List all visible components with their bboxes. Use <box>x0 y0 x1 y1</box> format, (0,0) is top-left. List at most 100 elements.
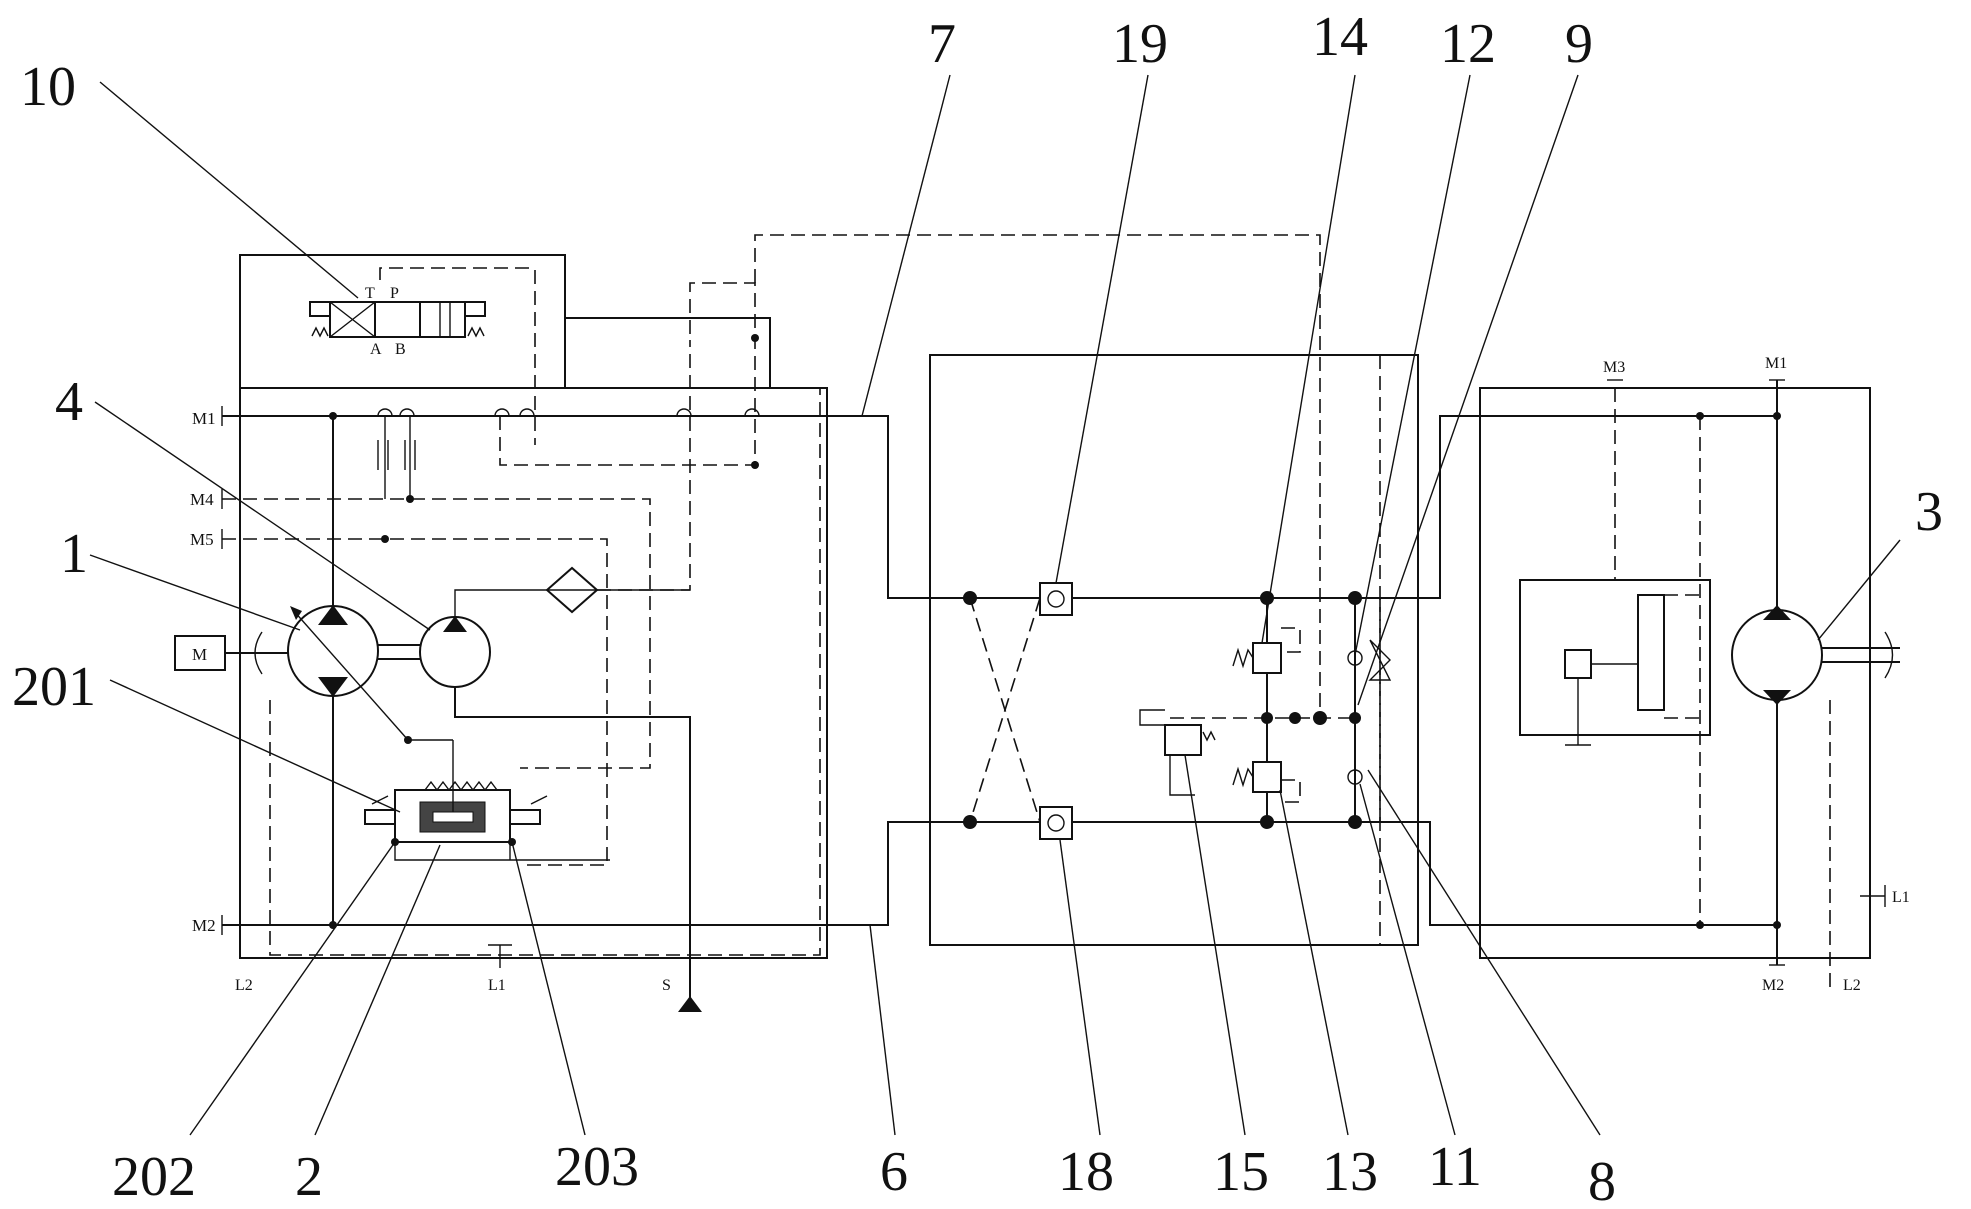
valve10-parallel-flow <box>439 302 451 337</box>
charge-pilot-line <box>597 340 691 591</box>
lower-main-through <box>890 821 1540 926</box>
port-m2-left-label: M2 <box>192 916 216 935</box>
leader-2 <box>314 844 441 1136</box>
valve-15-pilot <box>1139 709 1165 726</box>
leader-4 <box>94 401 431 631</box>
relief-valve-14-pilot <box>1281 627 1301 653</box>
leader-10 <box>99 81 359 299</box>
callout-11: 11 <box>1428 1136 1482 1198</box>
port-m1-right-label: M1 <box>1765 355 1787 372</box>
relief-valve-13-pilot <box>1281 779 1301 803</box>
upper-main-through <box>890 415 1540 599</box>
shaft-rotation-mark <box>254 631 263 675</box>
callout-202: 202 <box>112 1146 196 1208</box>
motor3-bottom-arrow <box>1763 690 1791 705</box>
callout-9: 9 <box>1565 13 1593 75</box>
junction-vb-1 <box>963 591 977 605</box>
suction-port-s-marker <box>678 996 702 1012</box>
leader-15 <box>1184 754 1246 1136</box>
check-valve-18 <box>1039 806 1073 840</box>
leader-19 <box>1055 74 1149 584</box>
port-m2-right-label: M2 <box>1762 977 1784 994</box>
pilot-line-m5 <box>222 538 608 866</box>
drive-motor-box <box>174 635 226 671</box>
callout-8: 8 <box>1588 1151 1616 1209</box>
check-valve-18-ball <box>1047 814 1065 832</box>
motor-junction-2 <box>1696 921 1704 929</box>
pump1-variable-arrowhead <box>290 606 302 620</box>
flushing-valve-box <box>1519 579 1711 736</box>
callout-19: 19 <box>1112 13 1168 75</box>
servo-left-stop <box>364 809 396 825</box>
pilot-line-long <box>754 234 1321 720</box>
port-l1-left-label: L1 <box>488 977 506 994</box>
servo-right-stop <box>509 809 541 825</box>
callout-10: 10 <box>20 56 76 118</box>
leader-9 <box>1357 74 1579 706</box>
drive-motor-label: M <box>192 645 207 664</box>
callout-2: 2 <box>295 1146 323 1208</box>
junction-pilot-bottom <box>751 461 759 469</box>
callout-18: 18 <box>1058 1141 1114 1203</box>
pump4-arrow <box>443 616 467 632</box>
port-m1-left-label: M1 <box>192 409 216 428</box>
orifice-pair <box>377 440 416 470</box>
port-m4-label: M4 <box>190 490 214 509</box>
leader-1 <box>89 554 301 631</box>
valve10-port-a: A <box>370 341 382 358</box>
motor-junction-4 <box>1773 921 1781 929</box>
leader-8 <box>1367 769 1601 1136</box>
shutoff-valve-9 <box>1368 639 1392 681</box>
valve10-cell-right <box>419 301 466 338</box>
callout-15: 15 <box>1213 1141 1269 1203</box>
leader-203 <box>511 841 586 1136</box>
leader-12 <box>1354 74 1471 656</box>
valve10-port-t: T <box>365 285 375 302</box>
valve10-springs <box>311 326 485 338</box>
valve-15-drain <box>1169 755 1195 796</box>
port-203-dot <box>508 838 516 846</box>
callout-12: 12 <box>1440 13 1496 75</box>
pump1-variable-arrow <box>292 609 409 741</box>
valve10-port-b: B <box>395 341 406 358</box>
leader-6 <box>869 924 896 1136</box>
motor-unit: M3 M1 M2 L1 L2 <box>1430 355 1910 994</box>
relief-valve-14-spring <box>1232 647 1254 669</box>
leader-13 <box>1279 789 1349 1136</box>
callout-201: 201 <box>12 656 96 718</box>
pilot-line-m4 <box>222 498 651 769</box>
pump4-suction-line <box>454 687 691 1000</box>
servo-spring <box>424 780 498 792</box>
pilot-line-valve10-c <box>379 267 535 280</box>
pump-station-block: M1 M4 M5 M2 L2 L1 M S <box>174 234 1321 1012</box>
line-crossovers <box>377 408 760 417</box>
pump1-top-arrow <box>318 605 348 625</box>
port-m5-label: M5 <box>190 530 214 549</box>
servo-port-202-line <box>394 842 610 861</box>
servo-piston-core <box>432 811 474 823</box>
leader-7 <box>861 74 951 417</box>
valve10-crossed-flow <box>329 301 376 338</box>
valve10-cell-center <box>374 301 421 338</box>
valve-15 <box>1164 724 1202 756</box>
leader-14 <box>1261 74 1356 644</box>
motor-junction-3 <box>1773 412 1781 420</box>
junction-mid-2 <box>1289 712 1301 724</box>
valve-block-dashed-sides <box>929 355 1381 945</box>
valve-15-spring <box>1202 730 1216 742</box>
junction-pilot-top <box>751 334 759 342</box>
leader-201 <box>109 679 401 813</box>
valve10-left-actuator <box>309 301 331 317</box>
motor-junction-1 <box>1696 412 1704 420</box>
valve-housing-outline <box>239 254 566 388</box>
callout-numbers: 10 4 1 201 202 2 203 6 7 19 14 12 9 3 18… <box>12 6 1943 1209</box>
port-s-label: S <box>662 977 671 994</box>
pump4-delivery-line <box>454 589 690 617</box>
check-valve-19-ball <box>1047 590 1065 608</box>
port-l2-right-label: L2 <box>1843 977 1861 994</box>
port-l2-left-label: L2 <box>235 977 253 994</box>
check-valve-19 <box>1039 582 1073 616</box>
callout-3: 3 <box>1915 481 1943 543</box>
